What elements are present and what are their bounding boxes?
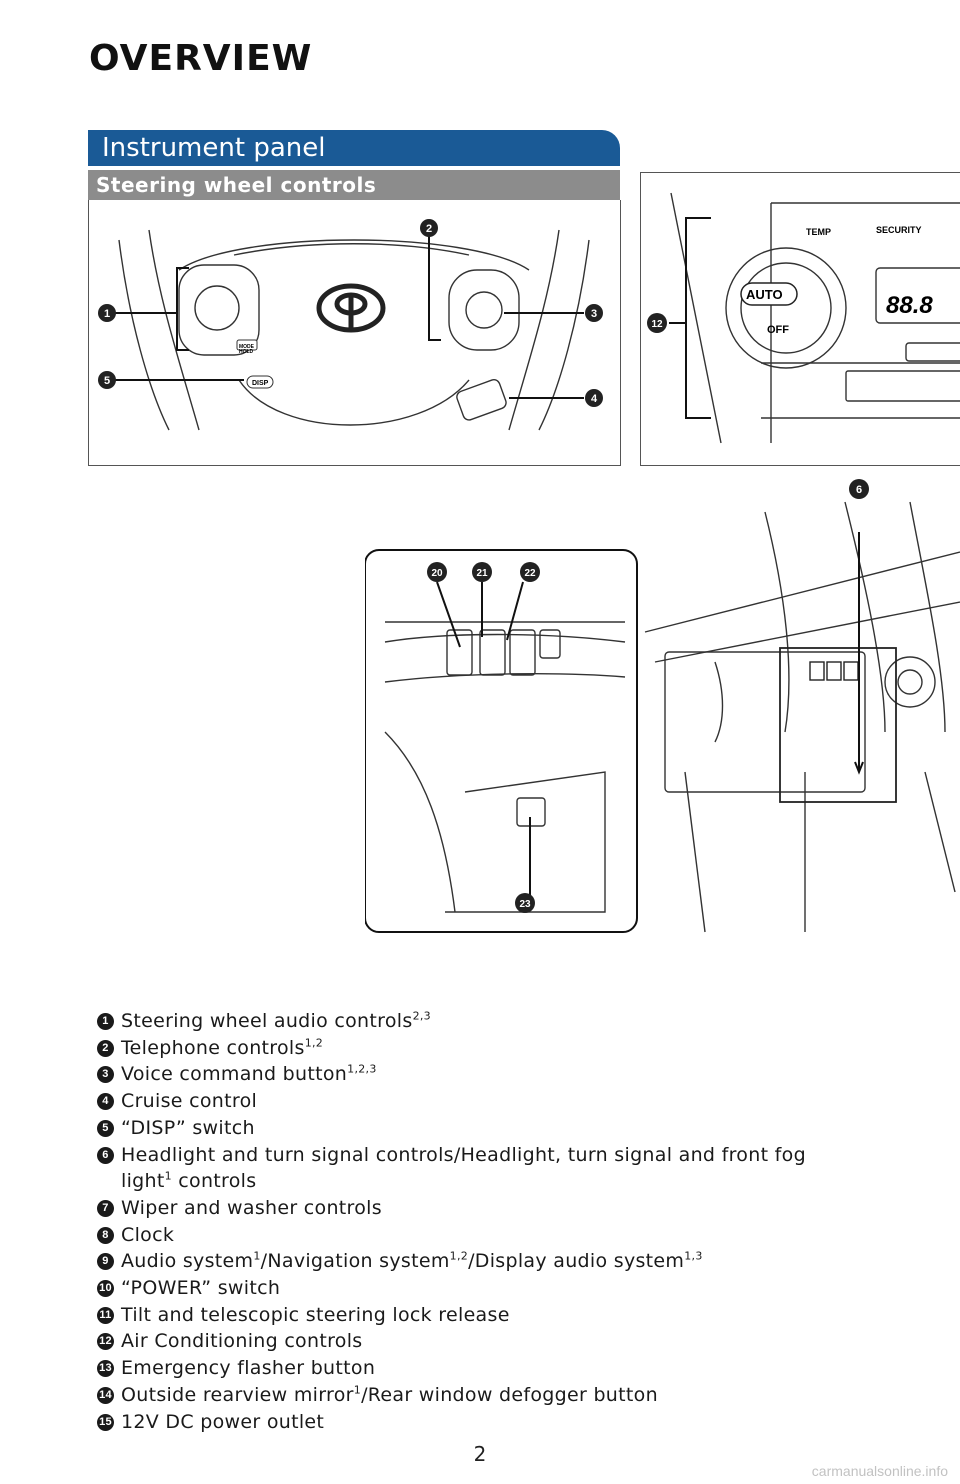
number-badge: 11 bbox=[97, 1306, 114, 1324]
steering-wheel-drawing: MODE HOLD DISP 1 2 3 4 5 bbox=[98, 219, 603, 431]
dashboard-drawing: 6 20 21 22 23 bbox=[364, 479, 960, 933]
legend-item: 5“DISP” switch bbox=[97, 1115, 857, 1142]
callout-23: 23 bbox=[515, 893, 535, 913]
callout-5: 5 bbox=[98, 371, 116, 389]
svg-text:3: 3 bbox=[591, 308, 597, 320]
svg-text:12: 12 bbox=[651, 319, 663, 330]
page-number: 2 bbox=[473, 1442, 487, 1466]
number-badge: 12 bbox=[97, 1333, 114, 1351]
off-label: OFF bbox=[767, 324, 789, 336]
disp-label: DISP bbox=[252, 380, 269, 387]
mode-label: MODE bbox=[239, 344, 255, 350]
legend-item-continuation: light1 controls bbox=[121, 1169, 257, 1193]
section-banner: Instrument panel bbox=[88, 130, 620, 166]
callout-22: 22 bbox=[520, 562, 540, 582]
climate-control-drawing: AUTO OFF TEMP SECURITY 88.8 12 bbox=[647, 192, 960, 444]
callout-20: 20 bbox=[427, 562, 447, 582]
callout-1: 1 bbox=[98, 304, 116, 322]
number-badge: 2 bbox=[97, 1039, 114, 1057]
callout-3: 3 bbox=[585, 304, 603, 322]
number-badge: 9 bbox=[97, 1253, 114, 1271]
svg-text:20: 20 bbox=[431, 568, 443, 579]
climate-control-figure: AUTO OFF TEMP SECURITY 88.8 12 bbox=[640, 172, 960, 466]
number-badge: 8 bbox=[97, 1226, 114, 1244]
number-badge: 4 bbox=[97, 1093, 114, 1111]
auto-label: AUTO bbox=[746, 287, 783, 302]
temp-label: TEMP bbox=[806, 227, 831, 237]
dashboard-figure: 6 20 21 22 23 bbox=[364, 472, 960, 942]
callout-12: 12 bbox=[647, 313, 667, 333]
legend-item: 10“POWER” switch bbox=[97, 1275, 857, 1302]
number-badge: 13 bbox=[97, 1360, 114, 1378]
callout-4: 4 bbox=[585, 389, 603, 407]
hold-label: HOLD bbox=[239, 349, 254, 355]
page-title: OVERVIEW bbox=[89, 38, 313, 79]
number-badge: 14 bbox=[97, 1386, 114, 1404]
callout-2: 2 bbox=[420, 219, 438, 237]
number-badge: 10 bbox=[97, 1280, 114, 1298]
svg-text:21: 21 bbox=[476, 568, 488, 579]
number-badge: 1 bbox=[97, 1013, 114, 1030]
watermark: carmanualsonline.info bbox=[811, 1463, 948, 1479]
display-readout: 88.8 bbox=[886, 292, 933, 319]
number-badge: 5 bbox=[97, 1119, 114, 1137]
callout-6: 6 bbox=[849, 479, 869, 499]
svg-text:5: 5 bbox=[104, 375, 110, 387]
svg-text:1: 1 bbox=[104, 308, 110, 320]
number-badge: 15 bbox=[97, 1413, 114, 1431]
number-badge: 6 bbox=[97, 1146, 114, 1164]
security-label: SECURITY bbox=[876, 225, 922, 235]
svg-text:2: 2 bbox=[426, 223, 432, 235]
steering-wheel-figure: MODE HOLD DISP 1 2 3 4 5 bbox=[88, 200, 621, 466]
svg-text:22: 22 bbox=[524, 568, 536, 579]
svg-text:23: 23 bbox=[519, 899, 531, 910]
sub-banner: Steering wheel controls bbox=[88, 170, 620, 200]
number-badge: 3 bbox=[97, 1066, 114, 1084]
svg-text:6: 6 bbox=[856, 484, 862, 496]
callout-21: 21 bbox=[472, 562, 492, 582]
number-badge: 7 bbox=[97, 1199, 114, 1217]
svg-text:4: 4 bbox=[591, 393, 598, 405]
